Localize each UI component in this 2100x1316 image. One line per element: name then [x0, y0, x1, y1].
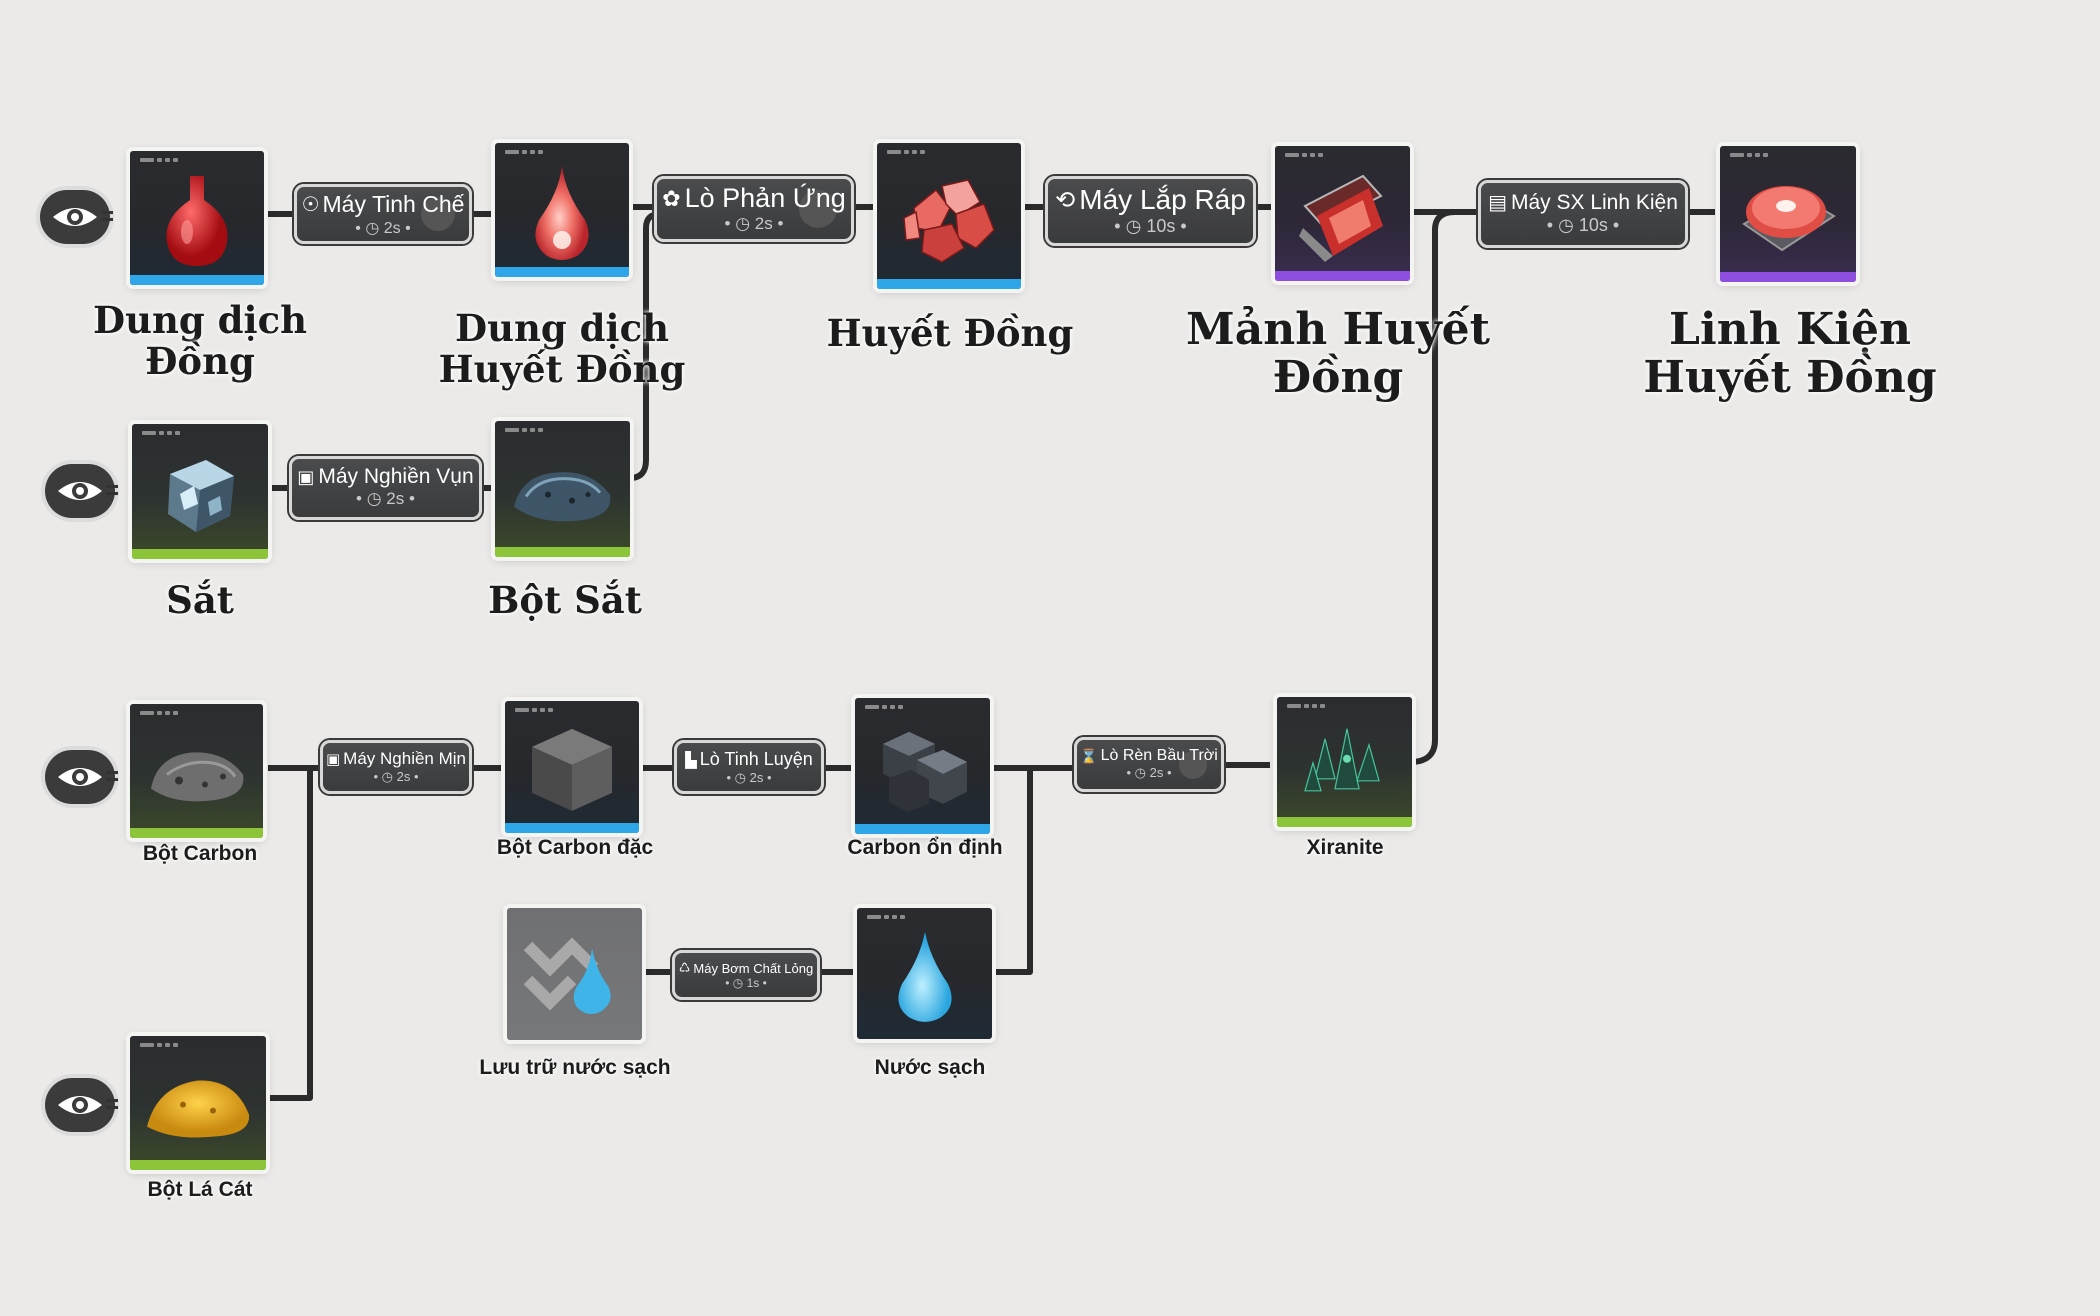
- item-tile-bot-carbon[interactable]: [130, 704, 263, 838]
- machine-may-tinh-che[interactable]: ☉ Máy Tinh Chế • ◷ 2s •: [294, 184, 472, 244]
- eye-icon: [58, 482, 102, 500]
- item-tile-luu-tru-nuoc-sach[interactable]: [507, 908, 642, 1040]
- red-crystal-cluster-icon: [903, 179, 995, 263]
- item-tile-bot-la-cat[interactable]: [130, 1036, 266, 1170]
- item-tile-dung-dich-huyet-dong[interactable]: [495, 143, 629, 277]
- sky-forge-icon: ⌛: [1080, 747, 1098, 764]
- item-label-manh-huyet-dong: Mảnh Huyết Đồng: [1186, 304, 1490, 404]
- sand-leaf-powder-icon: [147, 1080, 250, 1138]
- reactor-icon: ✿: [662, 185, 681, 211]
- equals-sign: [106, 1099, 118, 1109]
- machine-lo-phan-ung[interactable]: ✿ Lò Phản Ứng • ◷ 2s •: [654, 176, 854, 242]
- equals-sign: [106, 485, 118, 495]
- clock-icon: ◷: [381, 769, 393, 784]
- item-tile-manh-huyet-dong[interactable]: [1275, 146, 1410, 281]
- item-tile-carbon-on-dinh[interactable]: [855, 698, 990, 834]
- equals-sign: [106, 771, 118, 781]
- water-storage-icon: [523, 937, 611, 1014]
- xiranite-crystal-icon: [1303, 728, 1380, 792]
- item-tile-dung-dich-dong[interactable]: [130, 151, 264, 285]
- component-maker-icon: ▤: [1488, 192, 1507, 214]
- item-label-bot-sat: Bột Sắt: [488, 578, 642, 622]
- machine-lo-tinh-luyen[interactable]: ▙ Lò Tinh Luyện • ◷ 2s •: [674, 740, 824, 794]
- eye-icon: [58, 768, 102, 786]
- red-flask-icon: [166, 176, 228, 266]
- item-label-bot-carbon-dac: Bột Carbon đặc: [496, 836, 654, 859]
- clock-icon: ◷: [365, 220, 380, 237]
- eye-icon: [53, 208, 97, 226]
- item-tile-huyet-dong[interactable]: [877, 143, 1021, 289]
- assembler-icon: ⟲: [1055, 186, 1076, 214]
- eye-icon: [58, 1096, 102, 1114]
- item-label-sat: Sắt: [166, 578, 234, 622]
- item-tile-bot-sat[interactable]: [495, 421, 630, 557]
- machine-may-nghien-min[interactable]: ▣ Máy Nghiền Mịn • ◷ 2s •: [320, 740, 472, 794]
- clock-icon: ◷: [1125, 216, 1142, 236]
- carbon-cube-icon: [532, 728, 612, 811]
- machine-may-sx-linh-kien[interactable]: ▤ Máy SX Linh Kiện • ◷ 10s •: [1478, 180, 1688, 248]
- red-shard-component-icon: [1298, 174, 1383, 262]
- eye-toggle-row-2[interactable]: [45, 464, 115, 518]
- clock-icon: ◷: [732, 976, 744, 990]
- carbon-blocks-icon: [882, 731, 967, 812]
- item-label-bot-la-cat: Bột Lá Cát: [147, 1178, 253, 1201]
- machine-may-lap-rap[interactable]: ⟲ Máy Lắp Ráp • ◷ 10s •: [1045, 176, 1256, 246]
- equals-sign: [101, 211, 113, 221]
- item-label-luu-tru-nuoc-sach: Lưu trữ nước sạch: [479, 1056, 671, 1079]
- red-droplet-icon: [535, 166, 589, 260]
- item-label-dung-dich-huyet-dong: Dung dịch Huyết Đồng: [438, 306, 686, 391]
- liquid-pump-icon: ♺: [678, 960, 691, 975]
- machine-may-nghien-vun[interactable]: ▣ Máy Nghiền Vụn • ◷ 2s •: [289, 456, 482, 520]
- carbon-powder-icon: [150, 752, 243, 802]
- item-tile-xiranite[interactable]: [1277, 697, 1412, 827]
- item-label-carbon-on-dinh: Carbon ổn định: [847, 836, 1003, 859]
- item-tile-bot-carbon-dac[interactable]: [505, 701, 639, 833]
- clock-icon: ◷: [735, 214, 751, 233]
- item-label-nuoc-sach: Nước sạch: [874, 1056, 986, 1079]
- eye-toggle-row-1[interactable]: [40, 190, 110, 244]
- item-tile-linh-kien-huyet-dong[interactable]: [1720, 146, 1856, 282]
- grinder-icon: ▣: [325, 751, 341, 768]
- crusher-icon: ▣: [297, 466, 315, 487]
- clock-icon: ◷: [1558, 215, 1574, 235]
- machine-may-bom-chat-long[interactable]: ♺ Máy Bơm Chất Lỏng • ◷ 1s •: [672, 950, 820, 1000]
- eye-toggle-row-3[interactable]: [45, 750, 115, 804]
- smelter-icon: ▙: [685, 751, 697, 769]
- iron-powder-icon: [513, 472, 610, 522]
- item-label-xiranite: Xiranite: [1306, 836, 1384, 859]
- item-tile-sat[interactable]: [132, 424, 268, 559]
- item-label-linh-kien-huyet-dong: Linh Kiện Huyết Đồng: [1643, 304, 1937, 404]
- eye-toggle-row-4[interactable]: [45, 1078, 115, 1132]
- item-label-dung-dich-dong: Dung dịch Đồng: [93, 298, 307, 383]
- refinery-icon: ☉: [301, 194, 320, 216]
- clock-icon: ◷: [1134, 765, 1146, 780]
- iron-ore-icon: [168, 459, 234, 532]
- item-label-huyet-dong: Huyết Đồng: [826, 311, 1074, 355]
- clock-icon: ◷: [734, 770, 746, 785]
- machine-lo-ren-bau-troi[interactable]: ⌛ Lò Rèn Bầu Trời • ◷ 2s •: [1074, 737, 1224, 792]
- item-tile-nuoc-sach[interactable]: [857, 908, 992, 1039]
- item-label-bot-carbon: Bột Carbon: [142, 842, 258, 865]
- red-disc-component-icon: [1742, 186, 1836, 252]
- water-drop-icon: [897, 931, 952, 1022]
- clock-icon: ◷: [366, 489, 382, 508]
